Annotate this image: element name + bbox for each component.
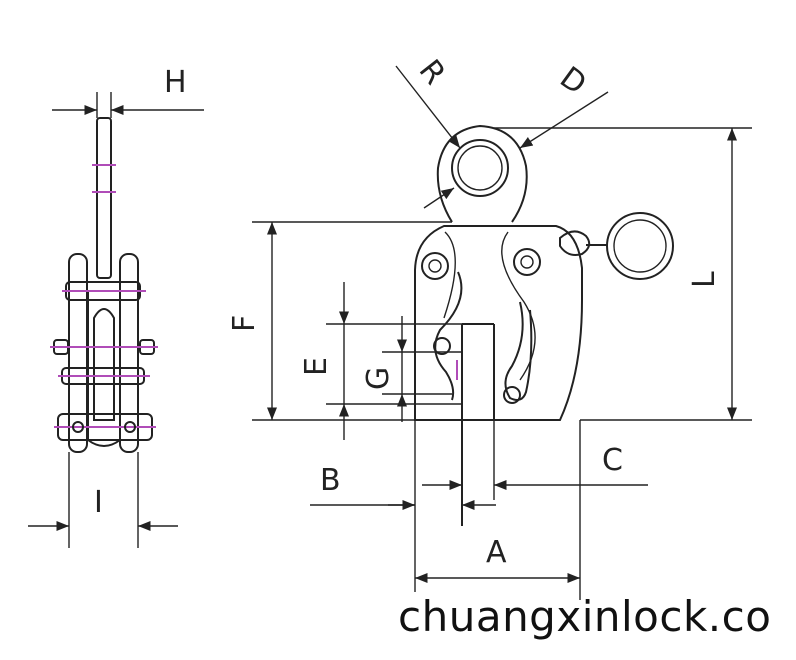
label-e: E [299,357,334,376]
label-h: H [164,65,187,100]
label-l: L [687,271,722,288]
dimension-c: C [422,420,648,500]
dimension-d: D [423,60,609,209]
dimension-i: I [28,452,178,548]
dimension-r: R [395,53,461,149]
label-f: F [227,315,262,332]
dimension-e: E [299,282,462,440]
label-d: D [553,60,592,102]
label-c: C [602,443,623,478]
dimension-b: B [310,420,496,592]
jaw-opening [461,323,495,526]
front-view [414,124,674,421]
side-view [50,117,158,453]
dimension-f: F [227,221,452,421]
label-b: B [320,463,341,498]
label-i: I [94,485,103,520]
dimension-l: L [494,127,752,421]
dimension-h: H [52,65,204,118]
website-watermark: chuangxinlock.co [398,592,772,641]
dimension-a: A [415,420,581,600]
dimension-g: G [361,316,462,422]
label-r: R [412,53,452,91]
label-a: A [486,535,507,570]
label-g: G [361,367,396,390]
